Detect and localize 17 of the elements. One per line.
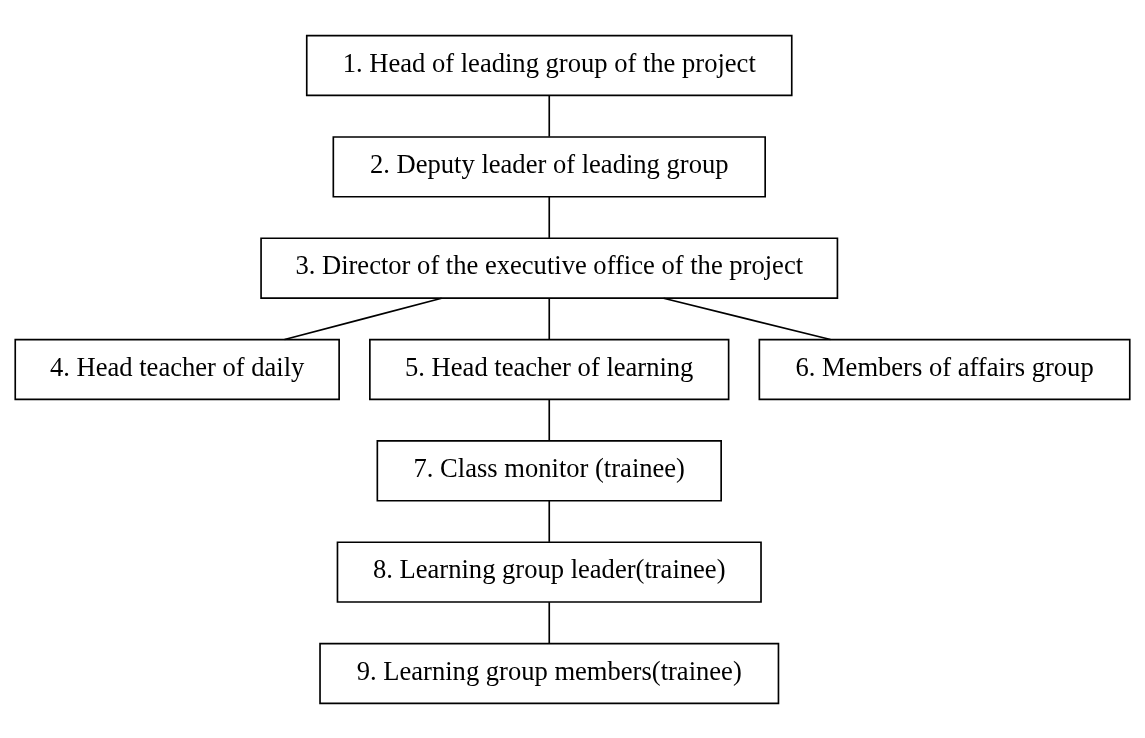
connector	[662, 296, 832, 340]
node-box: 2. Deputy leader of leading group	[332, 135, 766, 198]
connector	[548, 94, 551, 137]
connector	[548, 296, 551, 340]
connector	[548, 499, 551, 543]
connector	[283, 296, 443, 340]
node-box: 9. Learning group members(trainee)	[319, 642, 780, 704]
connector	[548, 600, 551, 644]
node-box: 1. Head of leading group of the project	[305, 34, 793, 96]
node-box: 3. Director of the executive office of the project	[260, 236, 839, 299]
node-box: 5. Head teacher of learning	[369, 338, 730, 400]
connector	[548, 398, 551, 441]
node-box: 6. Members of affairs group	[758, 338, 1131, 400]
connector	[548, 195, 551, 239]
node-box: 7. Class monitor (trainee)	[376, 439, 722, 502]
node-box: 4. Head teacher of daily	[14, 338, 340, 400]
node-box: 8. Learning group leader(trainee)	[336, 540, 762, 603]
